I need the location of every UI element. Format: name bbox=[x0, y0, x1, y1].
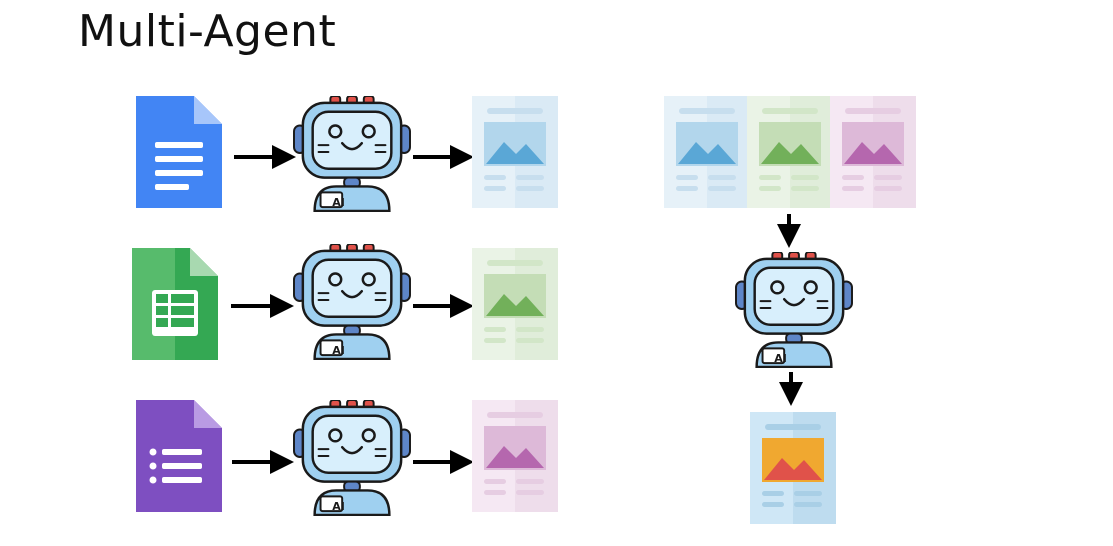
green-report bbox=[747, 96, 833, 208]
robot-ai-badge: AI bbox=[332, 196, 345, 209]
combined-reports bbox=[664, 96, 916, 208]
google-docs-icon bbox=[136, 96, 222, 208]
blue-report bbox=[664, 96, 750, 208]
final-report bbox=[750, 412, 836, 524]
google-forms-icon bbox=[136, 400, 222, 512]
robot-agent: AI bbox=[292, 96, 412, 212]
robot-aggregator: AI bbox=[734, 252, 854, 368]
robot-ai-badge: AI bbox=[774, 352, 787, 365]
google-sheets-icon bbox=[132, 248, 218, 360]
robot-ai-badge: AI bbox=[332, 344, 345, 357]
purple-report bbox=[830, 96, 916, 208]
robot-agent: AI bbox=[292, 400, 412, 516]
green-report bbox=[472, 248, 558, 360]
purple-report bbox=[472, 400, 558, 512]
robot-ai-badge: AI bbox=[332, 500, 345, 513]
blue-report bbox=[472, 96, 558, 208]
row-docs: AI bbox=[136, 96, 558, 212]
robot-agent: AI bbox=[292, 244, 412, 360]
slide-title: Multi-Agent bbox=[78, 6, 337, 57]
row-forms: AI bbox=[136, 400, 558, 516]
row-sheets: AI bbox=[132, 244, 558, 360]
